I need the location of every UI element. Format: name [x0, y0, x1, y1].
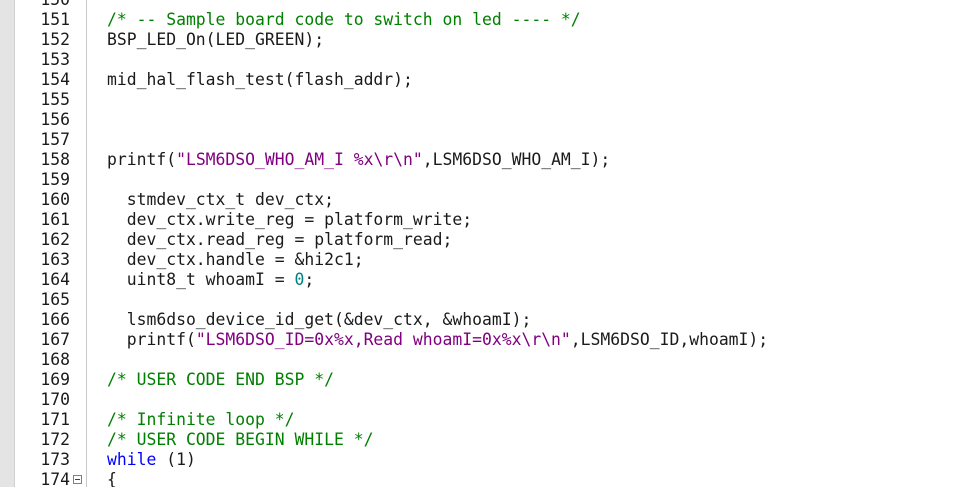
line-number: 166: [40, 310, 70, 329]
line-number: 153: [40, 50, 70, 69]
code-text: /* USER CODE BEGIN WHILE */: [107, 430, 373, 450]
code-token: (1): [156, 450, 196, 469]
code-token: printf(: [107, 150, 177, 169]
code-token: printf(: [107, 330, 196, 349]
code-line[interactable]: 152 BSP_LED_On(LED_GREEN);: [0, 30, 976, 50]
code-line[interactable]: 170: [0, 390, 976, 410]
code-token: ;: [304, 270, 315, 289]
line-number: 156: [40, 110, 70, 129]
line-number: 165: [40, 290, 70, 309]
code-line[interactable]: 168: [0, 350, 976, 370]
code-line[interactable]: 159: [0, 170, 976, 190]
code-text: printf("LSM6DSO_WHO_AM_I %x\r\n",LSM6DSO…: [107, 150, 610, 170]
line-number: 170: [40, 390, 70, 409]
code-line[interactable]: 155: [0, 90, 976, 110]
code-line[interactable]: 161 dev_ctx.write_reg = platform_write;: [0, 210, 976, 230]
code-token: dev_ctx.handle = &hi2c1;: [107, 250, 364, 269]
code-text: lsm6dso_device_id_get(&dev_ctx, &whoamI)…: [107, 310, 532, 330]
code-text: dev_ctx.read_reg = platform_read;: [107, 230, 453, 250]
code-line[interactable]: 173 while (1): [0, 450, 976, 470]
line-number: 157: [40, 130, 70, 149]
code-token: "LSM6DSO_WHO_AM_I %x\r\n": [176, 150, 423, 169]
code-token: ,LSM6DSO_WHO_AM_I);: [422, 150, 611, 169]
code-line[interactable]: 165: [0, 290, 976, 310]
code-text: printf("LSM6DSO_ID=0x%x,Read whoamI=0x%x…: [107, 330, 768, 350]
code-text: {: [107, 470, 117, 487]
line-number: 169: [40, 370, 70, 389]
code-text: dev_ctx.write_reg = platform_write;: [107, 210, 472, 230]
code-token: lsm6dso_device_id_get(&dev_ctx, &whoamI)…: [107, 310, 532, 329]
code-line[interactable]: 160 stmdev_ctx_t dev_ctx;: [0, 190, 976, 210]
code-token: dev_ctx.read_reg = platform_read;: [107, 230, 453, 249]
line-number: 155: [40, 90, 70, 109]
code-line[interactable]: 164 uint8_t whoamI = 0;: [0, 270, 976, 290]
code-text: while (1): [107, 450, 196, 470]
line-number: 151: [40, 10, 70, 29]
code-token: uint8_t whoamI =: [107, 270, 295, 289]
line-number: 162: [40, 230, 70, 249]
code-line[interactable]: 163 dev_ctx.handle = &hi2c1;: [0, 250, 976, 270]
line-number: 161: [40, 210, 70, 229]
code-line[interactable]: 150: [0, 0, 976, 10]
code-line[interactable]: 171 /* Infinite loop */: [0, 410, 976, 430]
code-line[interactable]: 174 {: [0, 470, 976, 487]
code-token: 0: [294, 270, 305, 289]
line-number: 173: [40, 450, 70, 469]
code-line[interactable]: 156: [0, 110, 976, 130]
code-line[interactable]: 166 lsm6dso_device_id_get(&dev_ctx, &who…: [0, 310, 976, 330]
code-line[interactable]: 154 mid_hal_flash_test(flash_addr);: [0, 70, 976, 90]
code-text: /* Infinite loop */: [107, 410, 295, 430]
code-token: while: [107, 450, 157, 469]
line-number: 171: [40, 410, 70, 429]
code-line[interactable]: 172 /* USER CODE BEGIN WHILE */: [0, 430, 976, 450]
line-number: 172: [40, 430, 70, 449]
selection-margin[interactable]: [0, 0, 15, 487]
code-token: /* Infinite loop */: [107, 410, 295, 429]
code-text: dev_ctx.handle = &hi2c1;: [107, 250, 364, 270]
code-token: stmdev_ctx_t dev_ctx;: [107, 190, 334, 209]
line-number: 164: [40, 270, 70, 289]
code-token: BSP_LED_On(LED_GREEN);: [107, 30, 325, 49]
code-text: /* USER CODE END BSP */: [107, 370, 334, 390]
line-number: 159: [40, 170, 70, 189]
code-line[interactable]: 169 /* USER CODE END BSP */: [0, 370, 976, 390]
code-line[interactable]: 151 /* -- Sample board code to switch on …: [0, 10, 976, 30]
code-text: BSP_LED_On(LED_GREEN);: [107, 30, 324, 50]
code-token: /* USER CODE BEGIN WHILE */: [107, 430, 374, 449]
code-token: mid_hal_flash_test(flash_addr);: [107, 70, 413, 89]
code-token: ,LSM6DSO_ID,whoamI);: [570, 330, 769, 349]
line-number: 160: [40, 190, 70, 209]
code-token: /* -- Sample board code to switch on led…: [107, 10, 581, 29]
code-text: mid_hal_flash_test(flash_addr);: [107, 70, 413, 90]
line-number: 163: [40, 250, 70, 269]
code-line[interactable]: 153: [0, 50, 976, 70]
code-token: dev_ctx.write_reg = platform_write;: [107, 210, 473, 229]
code-line[interactable]: 167 printf("LSM6DSO_ID=0x%x,Read whoamI=…: [0, 330, 976, 350]
line-number: 152: [40, 30, 70, 49]
line-number: 150: [26, 0, 70, 10]
code-line[interactable]: 162 dev_ctx.read_reg = platform_read;: [0, 230, 976, 250]
code-line[interactable]: 158 printf("LSM6DSO_WHO_AM_I %x\r\n",LSM6…: [0, 150, 976, 170]
code-text: stmdev_ctx_t dev_ctx;: [107, 190, 334, 210]
code-token: "LSM6DSO_ID=0x%x,Read whoamI=0x%x\r\n": [195, 330, 571, 349]
code-token: {: [107, 470, 117, 487]
code-text: uint8_t whoamI = 0;: [107, 270, 315, 290]
code-token: /* USER CODE END BSP */: [107, 370, 334, 389]
line-number-gutter: [15, 0, 85, 487]
line-number: 174: [40, 470, 70, 487]
fold-column: [86, 0, 87, 487]
fold-collapse-icon[interactable]: [73, 475, 82, 484]
code-text: /* -- Sample board code to switch on led…: [107, 10, 581, 30]
line-number: 167: [40, 330, 70, 349]
line-number: 154: [40, 70, 70, 89]
code-line[interactable]: 157: [0, 130, 976, 150]
line-number: 168: [40, 350, 70, 369]
line-number: 158: [40, 150, 70, 169]
